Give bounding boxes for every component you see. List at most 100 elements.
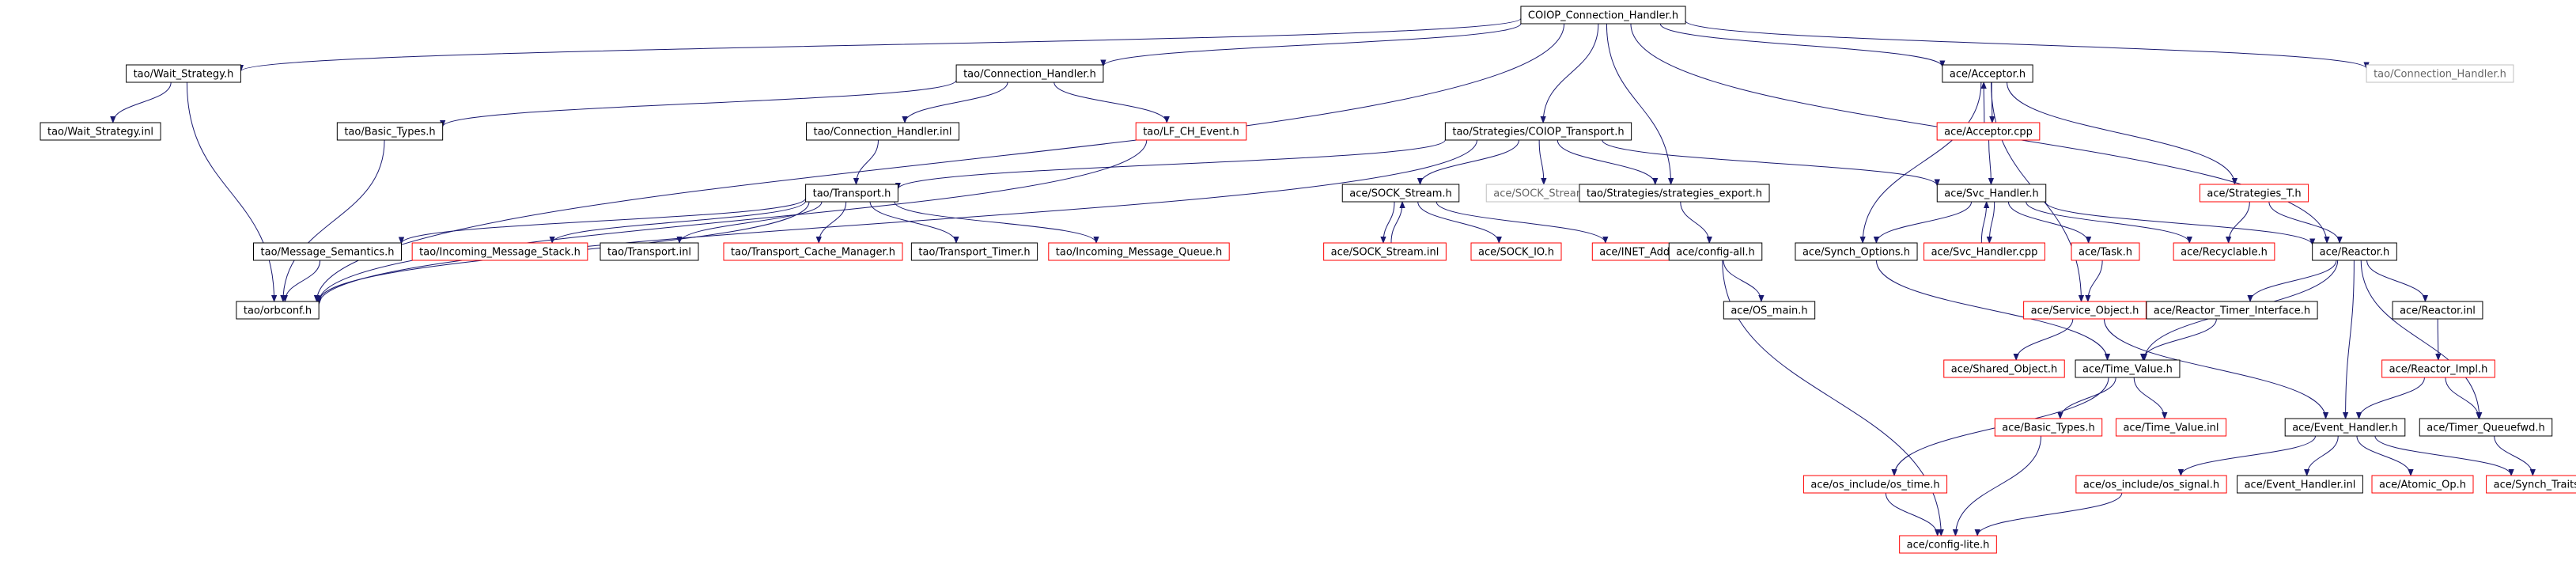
graph-node-synch-traits-h[interactable]: ace/Synch_Traits.h xyxy=(2486,475,2576,494)
edge-strategies-t-h-to-reactor-h xyxy=(2268,201,2340,244)
graph-node-event-handler-inl[interactable]: ace/Event_Handler.inl xyxy=(2237,475,2363,494)
node-label: tao/orbconf.h xyxy=(244,305,312,317)
node-box xyxy=(1994,418,2103,437)
graph-node-coiop-transport-h[interactable]: tao/Strategies/COIOP_Transport.h xyxy=(1444,122,1632,141)
graph-node-wait-strategy-h[interactable]: tao/Wait_Strategy.h xyxy=(126,64,241,83)
edge-transport-h-to-transport-cache-manager-h xyxy=(819,201,847,243)
node-label: ace/Event_Handler.h xyxy=(2292,423,2398,434)
node-box xyxy=(955,64,1104,83)
edge-event-handler-h-to-os-signal-h xyxy=(2181,435,2317,476)
graph-node-transport-timer-h[interactable]: tao/Transport_Timer.h xyxy=(910,242,1038,261)
graph-node-sock-stream-h-ext[interactable]: ace/SOCK_Stream.h xyxy=(1485,184,1604,203)
graph-node-recyclable-h[interactable]: ace/Recyclable.h xyxy=(2173,242,2275,261)
edge-coiop-transport-h-to-sock-stream-h-ext xyxy=(1538,139,1544,184)
graph-node-connection-handler-inl[interactable]: tao/Connection_Handler.inl xyxy=(805,122,960,141)
node-label: tao/Wait_Strategy.inl xyxy=(47,127,153,138)
graph-node-os-signal-h[interactable]: ace/os_include/os_signal.h xyxy=(2075,475,2227,494)
graph-node-connection-handler-h[interactable]: tao/Connection_Handler.h xyxy=(955,64,1104,83)
graph-node-service-object-h[interactable]: ace/Service_Object.h xyxy=(2023,301,2147,320)
node-label: ace/SOCK_Stream.h xyxy=(1493,188,1596,200)
node-box xyxy=(236,301,320,320)
graph-node-shared-object-h[interactable]: ace/Shared_Object.h xyxy=(1943,359,2065,378)
graph-node-transport-h[interactable]: tao/Transport.h xyxy=(805,184,898,203)
graph-node-strategies-t-h[interactable]: ace/Strategies_T.h xyxy=(2199,184,2309,203)
edge-coiop-transport-h-to-strategies-export-h xyxy=(1557,139,1655,185)
edge-coiop-transport-h-to-svc-handler-h xyxy=(1602,139,1937,186)
graph-node-time-value-inl[interactable]: ace/Time_Value.inl xyxy=(2115,418,2227,437)
node-box xyxy=(1943,359,2065,378)
node-label: ace/config-lite.h xyxy=(1907,540,1990,552)
graph-node-incoming-message-stack-h[interactable]: tao/Incoming_Message_Stack.h xyxy=(411,242,588,261)
node-label: tao/Connection_Handler.h xyxy=(2374,69,2506,81)
graph-node-sock-io-h[interactable]: ace/SOCK_IO.h xyxy=(1470,242,1562,261)
graph-node-strategies-export-h[interactable]: tao/Strategies/strategies_export.h xyxy=(1579,184,1770,203)
graph-node-os-time-h[interactable]: ace/os_include/os_time.h xyxy=(1802,475,1948,494)
edge-event-handler-h-to-atomic-op-h xyxy=(2356,435,2411,476)
graph-node-lf-ch-event-h[interactable]: tao/LF_CH_Event.h xyxy=(1135,122,1247,141)
node-box xyxy=(1795,242,1918,261)
graph-node-time-value-h[interactable]: ace/Time_Value.h xyxy=(2075,359,2181,378)
graph-node-message-semantics-h[interactable]: tao/Message_Semantics.h xyxy=(253,242,402,261)
graph-node-inet-addr-h[interactable]: ace/INET_Addr.h xyxy=(1591,242,1691,261)
graph-node-root[interactable]: COIOP_Connection_Handler.h xyxy=(1520,6,1686,25)
graph-node-sock-stream-inl[interactable]: ace/SOCK_Stream.inl xyxy=(1323,242,1447,261)
edge-basic-types-h-to-orbconf-h xyxy=(283,139,385,301)
graph-node-acceptor-cpp[interactable]: ace/Acceptor.cpp xyxy=(1936,122,2041,141)
node-box xyxy=(1936,184,2047,203)
graph-node-config-all-h[interactable]: ace/config-all.h xyxy=(1668,242,1763,261)
graph-node-transport-inl[interactable]: tao/Transport.inl xyxy=(600,242,699,261)
node-label: ace/Time_Value.inl xyxy=(2123,423,2219,434)
edge-wait-strategy-h-to-orbconf-h xyxy=(186,81,274,301)
edge-svc-handler-h-to-task-h xyxy=(2007,201,2088,244)
graph-node-event-handler-h[interactable]: ace/Event_Handler.h xyxy=(2284,418,2406,437)
node-label: ace/os_include/os_signal.h xyxy=(2083,480,2219,491)
graph-node-basic-types-h[interactable]: tao/Basic_Types.h xyxy=(336,122,444,141)
node-label: ace/Synch_Traits.h xyxy=(2494,480,2576,491)
graph-node-reactor-impl-h[interactable]: ace/Reactor_Impl.h xyxy=(2381,359,2495,378)
node-box xyxy=(805,184,898,203)
edge-reactor-impl-h-to-timer-queuefwd-h xyxy=(2445,377,2479,419)
edge-svc-handler-h-to-recyclable-h xyxy=(2026,201,2190,244)
edges-layer xyxy=(113,17,2532,536)
graph-node-tao-connection-handler-h-ext[interactable]: tao/Connection_Handler.h xyxy=(2366,64,2514,83)
node-label: ace/Shared_Object.h xyxy=(1951,364,2057,376)
graph-node-task-h[interactable]: ace/Task.h xyxy=(2071,242,2140,261)
graph-node-reactor-inl[interactable]: ace/Reactor.inl xyxy=(2392,301,2483,320)
graph-node-orbconf-h[interactable]: tao/orbconf.h xyxy=(236,301,320,320)
graph-node-svc-handler-cpp[interactable]: ace/Svc_Handler.cpp xyxy=(1923,242,2045,261)
graph-node-acceptor-h[interactable]: ace/Acceptor.h xyxy=(1942,64,2033,83)
node-label: ace/Task.h xyxy=(2079,247,2132,259)
node-label: tao/Incoming_Message_Stack.h xyxy=(419,247,581,259)
graph-node-atomic-op-h[interactable]: ace/Atomic_Op.h xyxy=(2371,475,2474,494)
graph-node-transport-cache-manager-h[interactable]: tao/Transport_Cache_Manager.h xyxy=(723,242,903,261)
node-box xyxy=(336,122,444,141)
node-label: ace/Basic_Types.h xyxy=(2002,423,2094,434)
graph-node-incoming-message-queue-h[interactable]: tao/Incoming_Message_Queue.h xyxy=(1048,242,1230,261)
graph-node-reactor-h[interactable]: ace/Reactor.h xyxy=(2312,242,2397,261)
edge-strategies-t-h-to-recyclable-h xyxy=(2229,201,2250,243)
node-box xyxy=(2075,475,2227,494)
graph-node-config-lite-h[interactable]: ace/config-lite.h xyxy=(1899,535,1997,554)
edge-strategies-export-h-to-config-all-h xyxy=(1680,201,1710,243)
node-label: ace/Service_Object.h xyxy=(2031,305,2139,317)
edge-sock-stream-h-to-sock-stream-inl xyxy=(1383,201,1395,243)
edge-reactor-impl-h-to-event-handler-h xyxy=(2359,377,2425,419)
node-box xyxy=(1923,242,2045,261)
edge-reactor-timer-interface-h-to-time-value-h xyxy=(2143,318,2217,361)
graph-node-reactor-timer-interface-h[interactable]: ace/Reactor_Timer_Interface.h xyxy=(2146,301,2318,320)
graph-node-ace-basic-types-h[interactable]: ace/Basic_Types.h xyxy=(1994,418,2103,437)
node-label: tao/Strategies/strategies_export.h xyxy=(1587,188,1762,200)
node-label: ace/OS_main.h xyxy=(1731,305,1807,317)
node-box xyxy=(1048,242,1230,261)
edge-lf-ch-event-h-to-orbconf-h xyxy=(319,139,1148,302)
node-label: ace/Acceptor.h xyxy=(1950,69,2026,81)
graph-node-wait-strategy-inl[interactable]: tao/Wait_Strategy.inl xyxy=(40,122,161,141)
graph-node-timer-queuefwd-h[interactable]: ace/Timer_Queuefwd.h xyxy=(2419,418,2553,437)
edge-acceptor-h-to-strategies-t-h xyxy=(2007,81,2235,184)
graph-node-sock-stream-h[interactable]: ace/SOCK_Stream.h xyxy=(1341,184,1460,203)
edge-reactor-h-to-reactor-inl xyxy=(2366,260,2426,302)
graph-node-synch-options-h[interactable]: ace/Synch_Options.h xyxy=(1795,242,1918,261)
edge-root-to-connection-handler-h xyxy=(1103,23,1522,66)
graph-node-svc-handler-h[interactable]: ace/Svc_Handler.h xyxy=(1936,184,2047,203)
graph-node-os-main-h[interactable]: ace/OS_main.h xyxy=(1723,301,1816,320)
